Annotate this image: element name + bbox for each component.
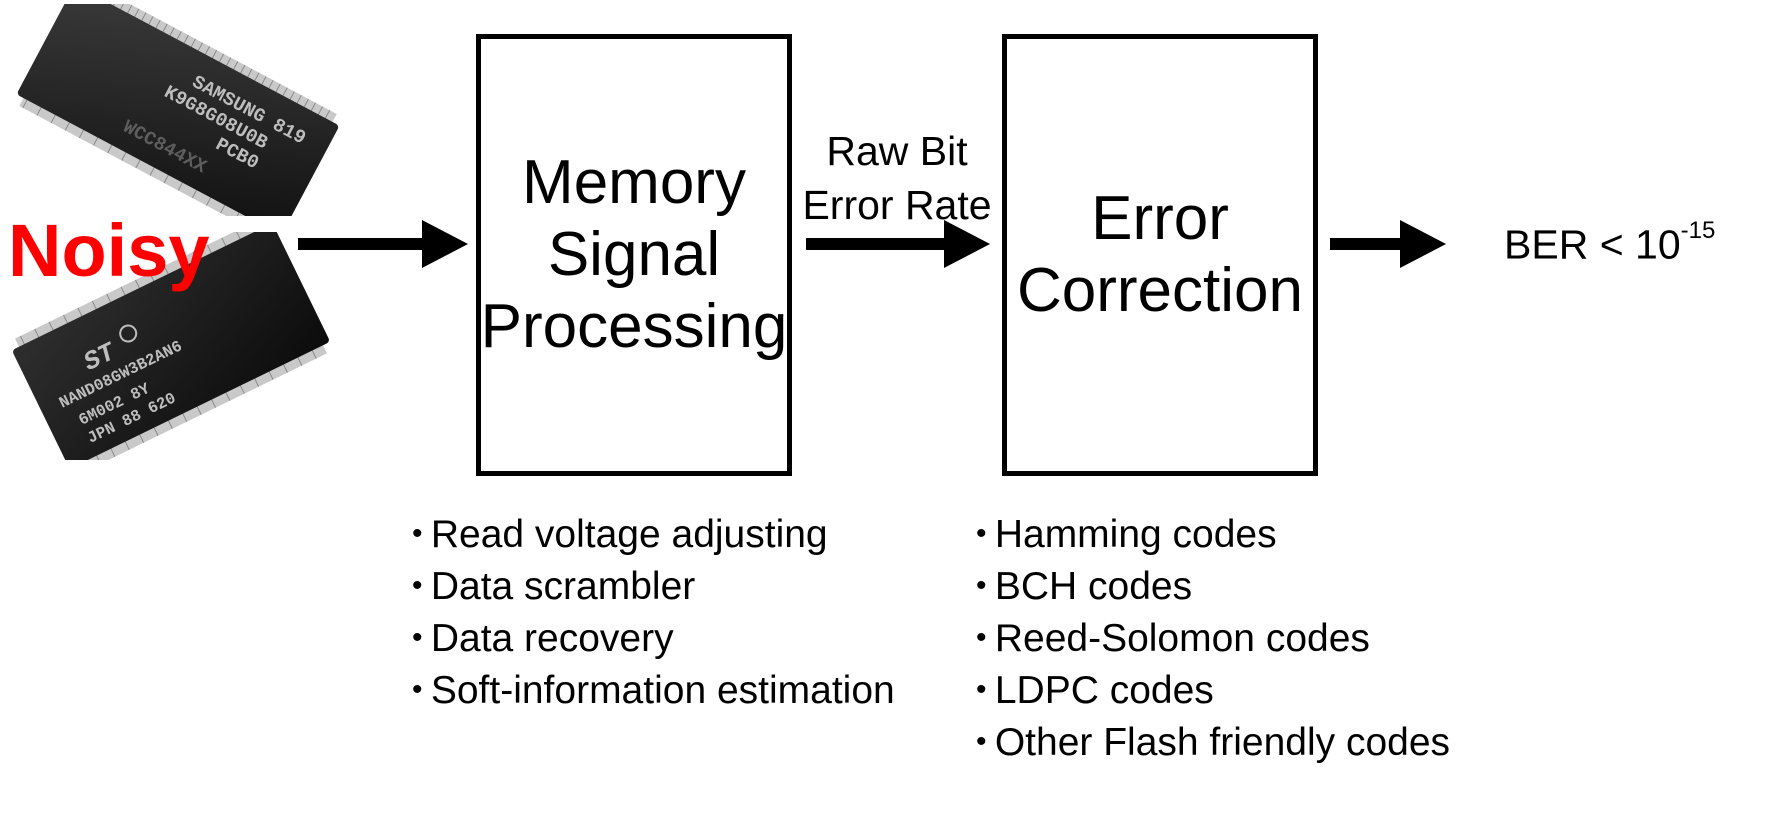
ecc-title-line-1: Error <box>1091 184 1229 253</box>
raw-ber-label-line-1: Raw Bit <box>826 128 968 174</box>
list-item: Data recovery <box>412 612 895 664</box>
output-arrow <box>1330 218 1448 270</box>
input-arrow <box>298 218 470 270</box>
output-ber-exponent: -15 <box>1680 217 1716 244</box>
list-item: Reed-Solomon codes <box>976 612 1450 664</box>
error-correction-list: Hamming codes BCH codes Reed-Solomon cod… <box>976 508 1450 768</box>
msp-title-line-1: Memory <box>522 148 746 217</box>
ecc-title-line-2: Correction <box>1017 256 1303 325</box>
output-ber-text: BER < 10 <box>1504 221 1681 268</box>
output-ber-label: BER < 10-15 <box>1504 210 1715 272</box>
raw-ber-label-line-2: Error Rate <box>802 182 992 228</box>
list-item: LDPC codes <box>976 664 1450 716</box>
msp-title-line-3: Processing <box>480 292 788 361</box>
noisy-label: Noisy <box>8 209 210 292</box>
raw-ber-arrow <box>806 218 992 270</box>
list-item: Read voltage adjusting <box>412 508 895 560</box>
list-item: Soft-information estimation <box>412 664 895 716</box>
error-correction-title: Error Correction <box>1017 183 1303 327</box>
raw-bit-error-rate-label: Raw Bit Error Rate <box>798 124 996 232</box>
list-item: Other Flash friendly codes <box>976 716 1450 768</box>
memory-signal-processing-block: Memory Signal Processing <box>476 34 792 476</box>
list-item: BCH codes <box>976 560 1450 612</box>
list-item: Data scrambler <box>412 560 895 612</box>
st-flash-chip: ST NAND08GW3B2AN6 6M002 8Y JPN 88 620 <box>6 232 336 460</box>
list-item: Hamming codes <box>976 508 1450 560</box>
msp-title-line-2: Signal <box>547 220 721 289</box>
memory-signal-processing-title: Memory Signal Processing <box>481 147 788 363</box>
error-correction-block: Error Correction <box>1002 34 1318 476</box>
samsung-flash-chip: SAMSUNG 819 K9G8G08U0B PCB0 WCC844XX <box>8 4 348 216</box>
memory-signal-processing-list: Read voltage adjusting Data scrambler Da… <box>412 508 895 716</box>
